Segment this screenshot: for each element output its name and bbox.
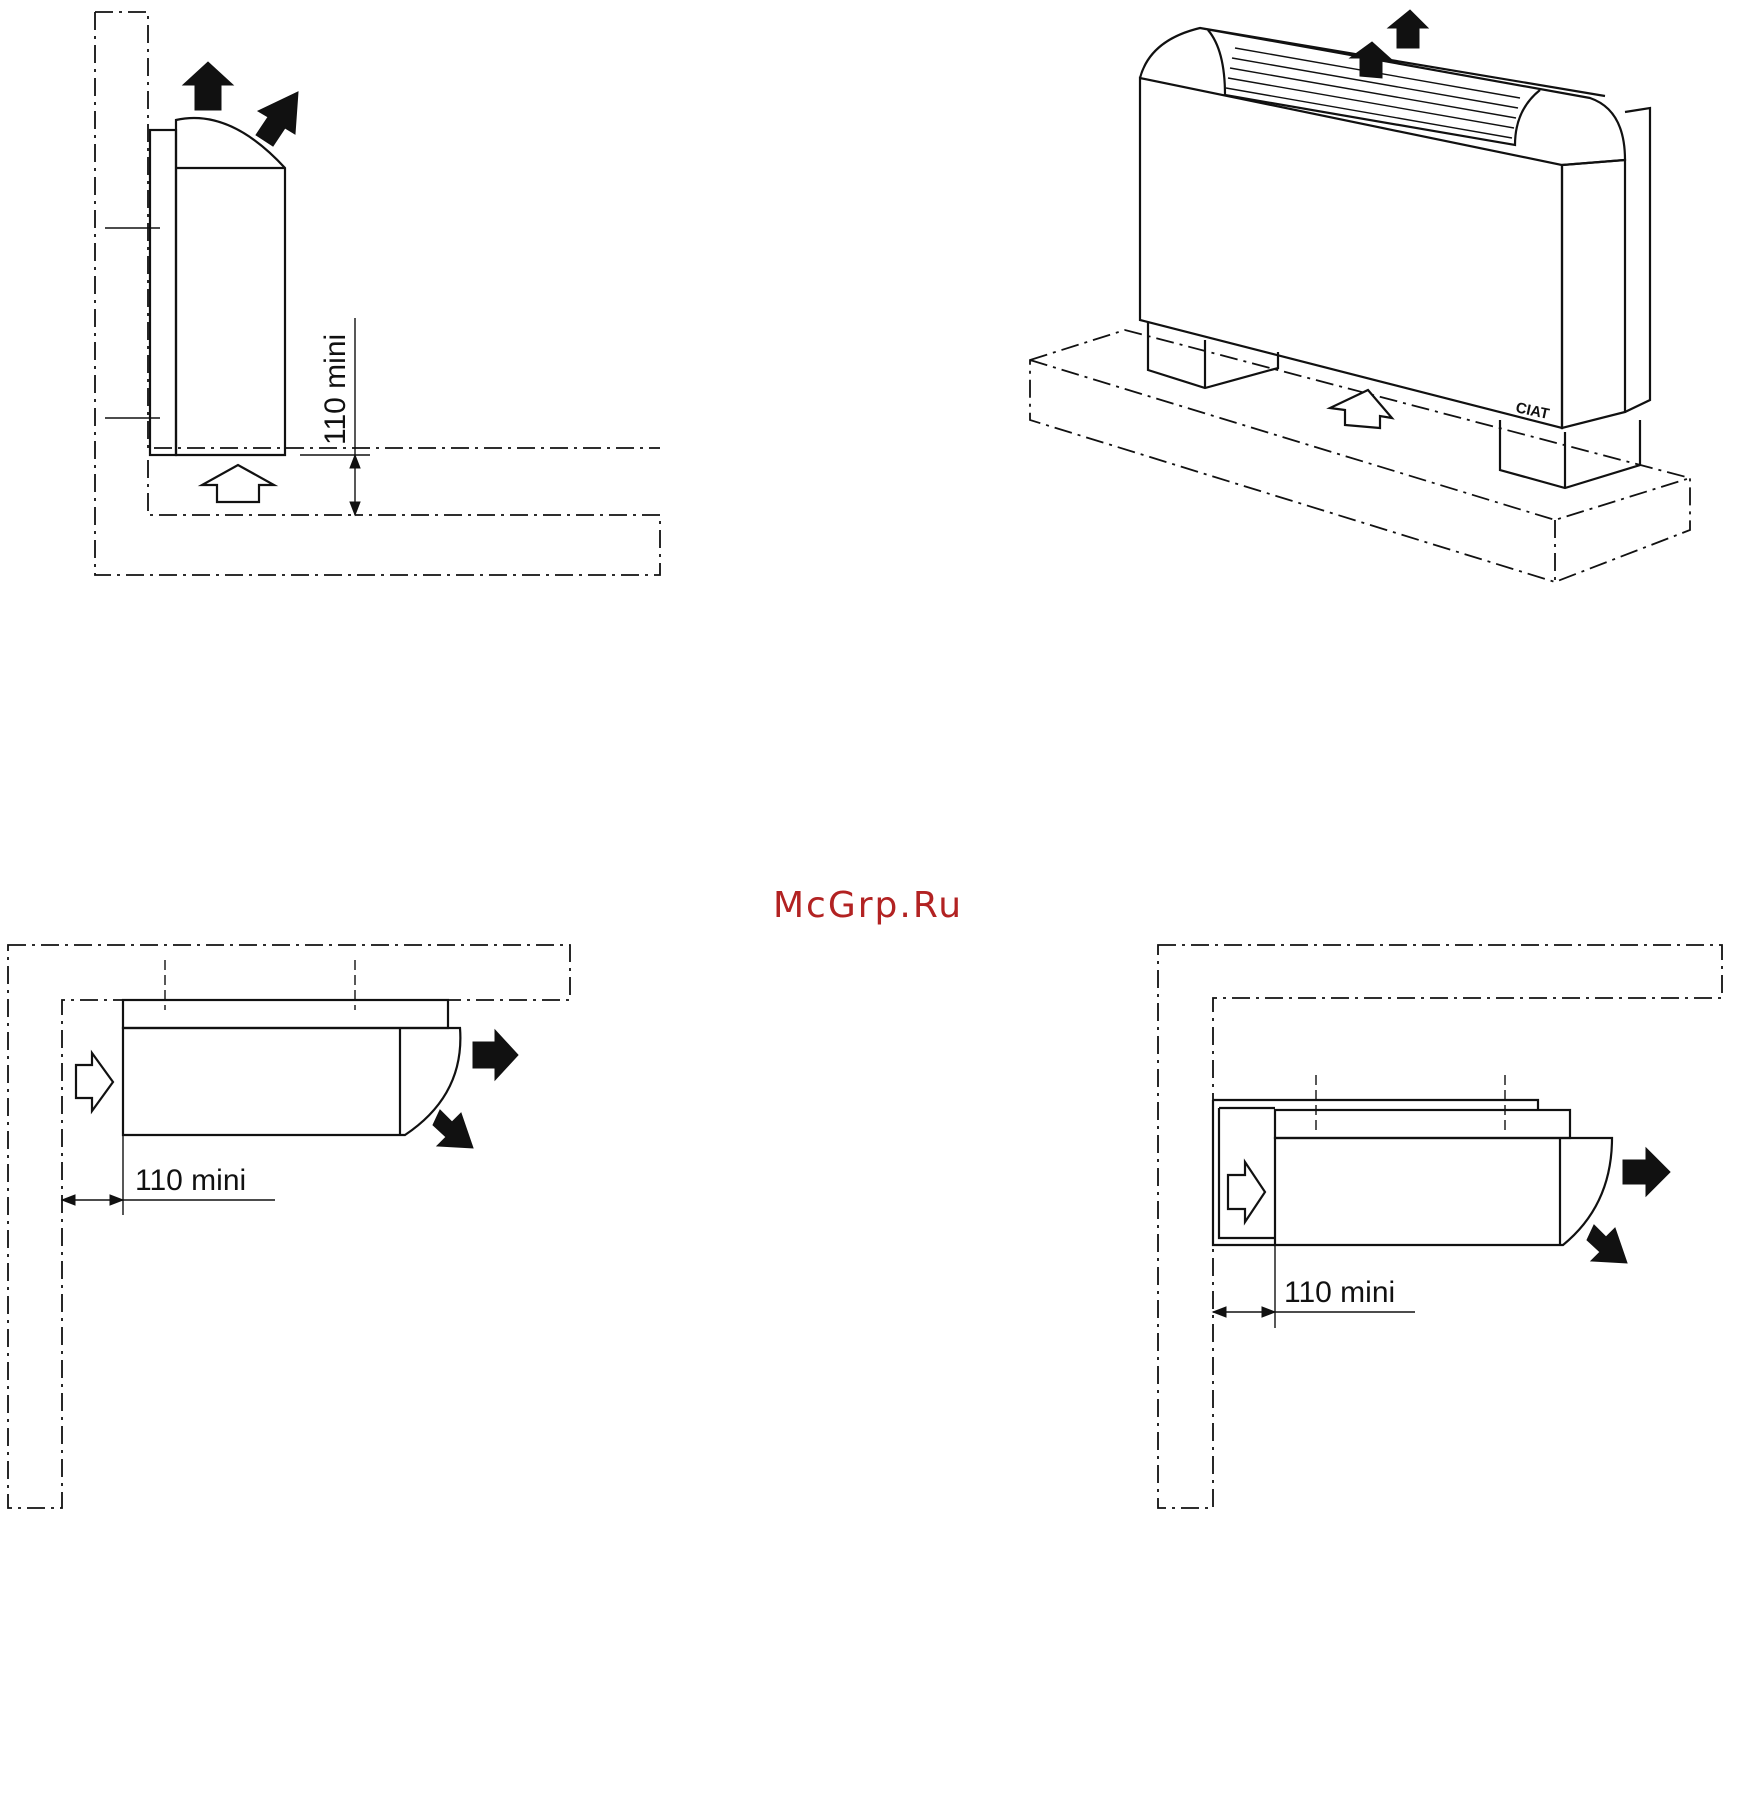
dimension-label-110-left: 110 mini [135, 1164, 246, 1197]
unit-top-cover [1140, 28, 1625, 165]
air-outlet-arrow-top-1 [1388, 10, 1428, 48]
dimension-label-110-vertical: 110 mini [319, 334, 352, 445]
diagram-ceiling-left: 110 mini [8, 945, 570, 1508]
ceiling-wall-outline-right [1158, 945, 1722, 1508]
air-outlet-arrow-up [183, 62, 233, 110]
unit-body-right [1275, 1138, 1612, 1245]
diagram-isometric-unit: CIAT [1030, 10, 1690, 582]
unit-body-left [123, 1028, 460, 1135]
unit-cabinet [1140, 78, 1562, 428]
wall-floor-outline [95, 12, 660, 575]
air-inlet-arrow-right [1228, 1162, 1265, 1222]
air-outlet-arrow-right-2 [1623, 1148, 1670, 1196]
air-inlet-arrow-iso [1330, 390, 1392, 428]
diagram-floor-side-view: 110 mini [95, 12, 660, 575]
spacer-frame [1213, 1100, 1538, 1245]
diagram-ceiling-right: 110 mini [1158, 945, 1722, 1508]
watermark-text: McGrp.Ru [773, 885, 963, 926]
unit-foot-left [1148, 322, 1278, 388]
air-inlet-arrow-left [76, 1053, 113, 1111]
dimension-label-110-right: 110 mini [1284, 1276, 1395, 1309]
mounting-plate-right [1275, 1110, 1570, 1138]
air-outlet-arrow-top-2 [1350, 42, 1392, 78]
air-inlet-arrow [202, 465, 274, 502]
mounting-plate [150, 130, 176, 455]
unit-logo: CIAT [1514, 399, 1551, 423]
air-outlet-arrow-down-2 [1587, 1225, 1627, 1263]
unit-side-panel [1562, 108, 1650, 428]
unit-foot-right [1500, 420, 1640, 488]
mounting-plate-left [123, 1000, 448, 1028]
plinth-outline [1030, 330, 1690, 582]
air-outlet-arrow-diagonal [256, 92, 298, 146]
air-outlet-arrow-right [473, 1030, 518, 1080]
ceiling-wall-outline [8, 945, 570, 1508]
air-outlet-arrow-down [433, 1110, 473, 1148]
